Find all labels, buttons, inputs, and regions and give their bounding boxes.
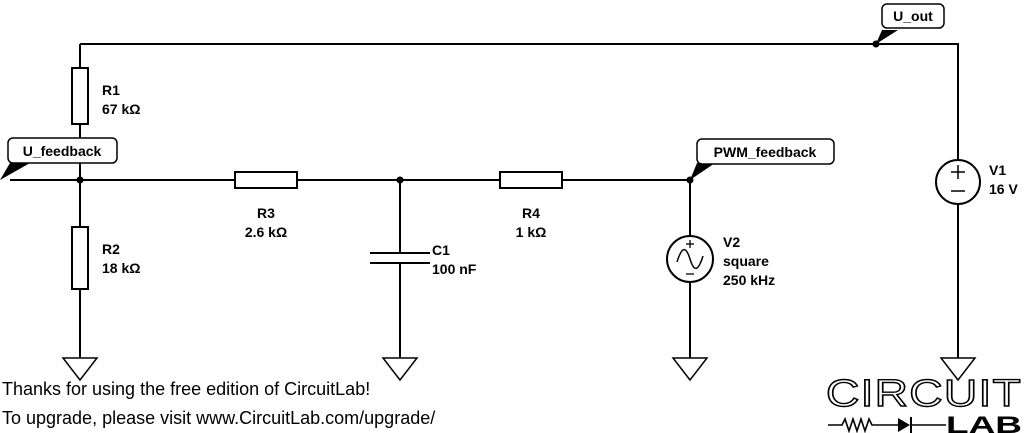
logo-lab-text: LAB — [946, 412, 1022, 433]
junction-dot — [76, 176, 84, 184]
resistor-r2[interactable] — [71, 226, 89, 290]
r3-name: R3 — [257, 205, 275, 221]
net-label-u-feedback-text: U_feedback — [23, 143, 102, 159]
v2-value: 250 kHz — [723, 272, 775, 288]
logo-resistor-diode-icon — [828, 416, 946, 433]
r4-value: 1 kΩ — [516, 224, 547, 240]
v2-name: V2 — [723, 234, 740, 250]
r1-value: 67 kΩ — [102, 101, 140, 117]
footer-line-2: To upgrade, please visit www.CircuitLab.… — [2, 408, 435, 428]
r2-name: R2 — [102, 241, 120, 257]
grounds — [61, 357, 977, 382]
ground-icon — [381, 357, 419, 382]
junction-dot — [396, 176, 404, 184]
circuitlab-logo: CIRCUIT LAB — [825, 372, 1022, 433]
ground-icon — [939, 357, 977, 382]
wire-top — [80, 43, 959, 160]
capacitor-c1[interactable] — [370, 252, 430, 264]
net-label-u-feedback[interactable]: U_feedback — [0, 137, 118, 180]
ground-icon — [61, 357, 99, 382]
wires — [10, 43, 959, 358]
v1-name: V1 — [989, 162, 1006, 178]
resistor-r4[interactable] — [499, 171, 563, 189]
net-label-pwm-feedback[interactable]: PWM_feedback — [690, 138, 835, 180]
r1-name: R1 — [102, 82, 120, 98]
square-source-v2[interactable] — [666, 235, 714, 283]
ground-icon — [671, 357, 709, 382]
r3-value: 2.6 kΩ — [245, 224, 287, 240]
net-label-u-out-text: U_out — [893, 8, 933, 24]
resistor-r3[interactable] — [234, 171, 298, 189]
c1-name: C1 — [432, 242, 450, 258]
net-label-pwm-feedback-text: PWM_feedback — [714, 144, 817, 160]
net-label-u-out[interactable]: U_out — [876, 3, 945, 44]
logo-circuit-text: CIRCUIT — [826, 373, 1022, 415]
r2-value: 18 kΩ — [102, 260, 140, 276]
dc-source-v1[interactable] — [935, 159, 981, 205]
r4-name: R4 — [522, 205, 540, 221]
resistor-r1[interactable] — [71, 67, 89, 125]
v2-type: square — [723, 253, 769, 269]
footer-line-1: Thanks for using the free edition of Cir… — [2, 379, 370, 399]
c1-value: 100 nF — [432, 261, 477, 277]
v1-value: 16 V — [989, 181, 1018, 197]
